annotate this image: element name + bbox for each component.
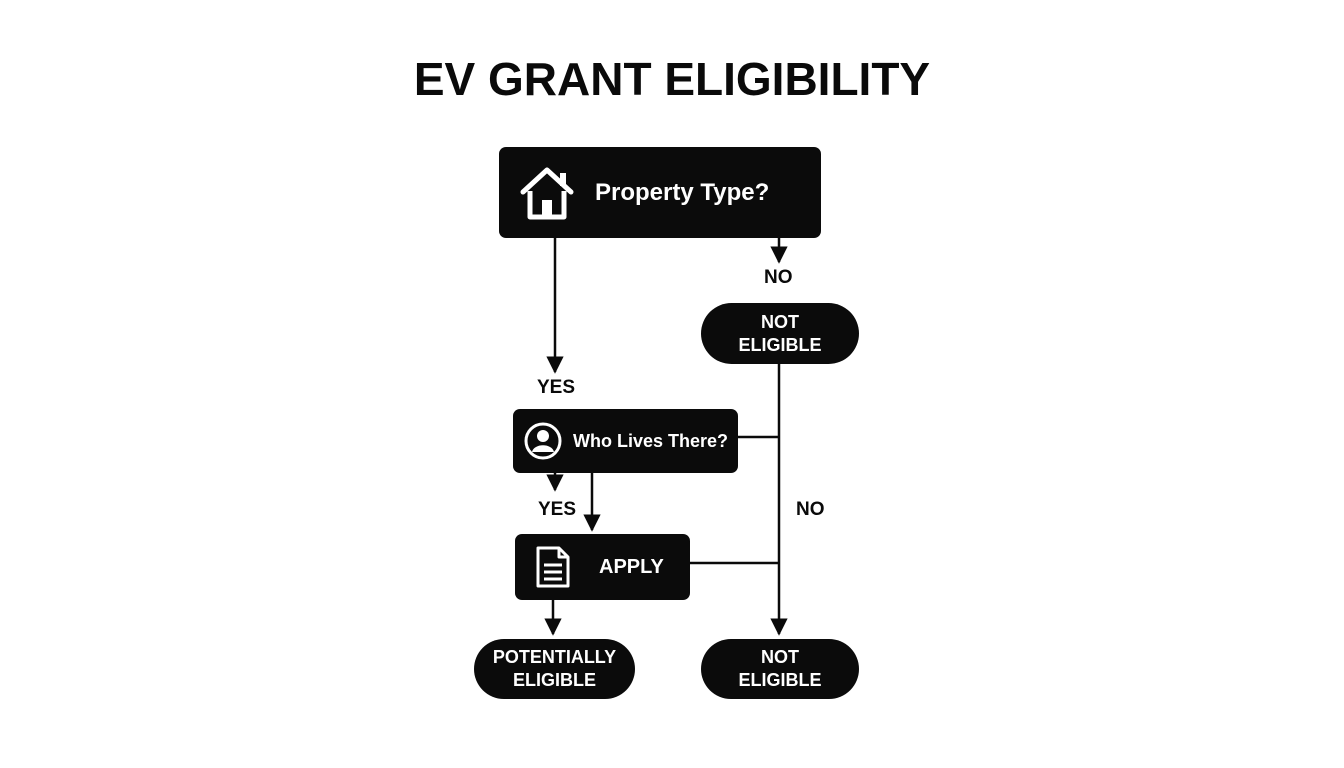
not-eligible-bottom-line2: ELIGIBLE — [738, 670, 822, 690]
not-eligible-bottom-node: NOT ELIGIBLE — [701, 639, 859, 699]
not-eligible-top-line2: ELIGIBLE — [738, 334, 822, 355]
edge-label-no-top: NO — [764, 267, 793, 288]
document-icon — [535, 545, 571, 589]
edge-label-no-right: NO — [796, 499, 825, 520]
property-type-label: Property Type? — [595, 178, 770, 206]
property-type-node: Property Type? — [499, 147, 821, 238]
diagram-title: EV GRANT ELIGIBILITY — [413, 53, 931, 105]
person-icon — [523, 421, 563, 461]
not-eligible-top-node: NOT ELIGIBLE — [701, 303, 859, 364]
potentially-eligible-line2: ELIGIBLE — [512, 670, 596, 690]
house-icon — [517, 163, 577, 223]
potentially-eligible-node: POTENTIALLY ELIGIBLE — [474, 639, 635, 699]
apply-node: APPLY — [515, 534, 690, 600]
who-lives-there-label: Who Lives There? — [573, 430, 729, 451]
not-eligible-top-line1: NOT — [761, 311, 799, 332]
apply-label: APPLY — [599, 555, 664, 578]
edge-label-yes-mid: YES — [538, 499, 577, 520]
who-lives-there-node: Who Lives There? — [513, 409, 738, 473]
potentially-eligible-line1: POTENTIALLY — [492, 647, 617, 667]
not-eligible-bottom-line1: NOT — [761, 647, 799, 667]
edge-label-yes-left: YES — [537, 377, 576, 398]
